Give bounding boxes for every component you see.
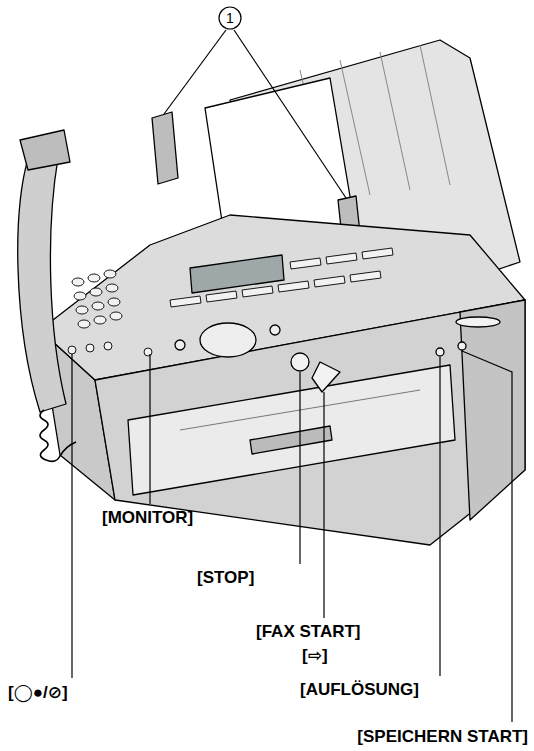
button-label: [MONITOR] xyxy=(102,508,193,528)
button-label: [AUFLÖSUNG] xyxy=(300,680,419,700)
callout-number: 1 xyxy=(223,10,237,26)
callout-circle xyxy=(219,7,241,29)
button-label: [SPEICHERN START] xyxy=(357,727,528,747)
button-symbol: [⇨] xyxy=(302,646,328,666)
button-label: [FAX START] xyxy=(256,622,361,642)
button-label: [STOP] xyxy=(197,568,254,588)
button-symbol: [◯●/⊘] xyxy=(8,683,68,703)
fax-body xyxy=(18,40,525,545)
leader-lines xyxy=(72,7,512,722)
